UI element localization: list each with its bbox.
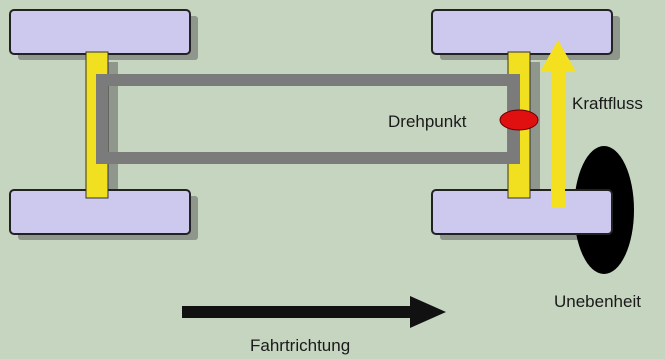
frame [96,74,520,164]
force-flow-arrow-shaft [551,72,565,208]
pivot-point [499,109,539,131]
force-flow-arrow-head [540,40,576,72]
wheel-front-right [431,9,613,55]
frame-top-bar [96,74,520,86]
frame-bottom-bar [96,152,520,164]
wheel-front-left [9,9,191,55]
direction-label: Fahrtrichtung [250,336,351,355]
direction-arrow-shaft [182,306,412,318]
direction-arrow-head [410,296,446,328]
pivot-label: Drehpunkt [388,112,467,131]
frame-left-bar [96,74,108,164]
bump-label: Unebenheit [554,292,641,311]
force-flow-arrow [540,40,576,208]
force-flow-label: Kraftfluss [572,94,643,113]
wheels [9,9,613,235]
direction-arrow [182,296,446,328]
